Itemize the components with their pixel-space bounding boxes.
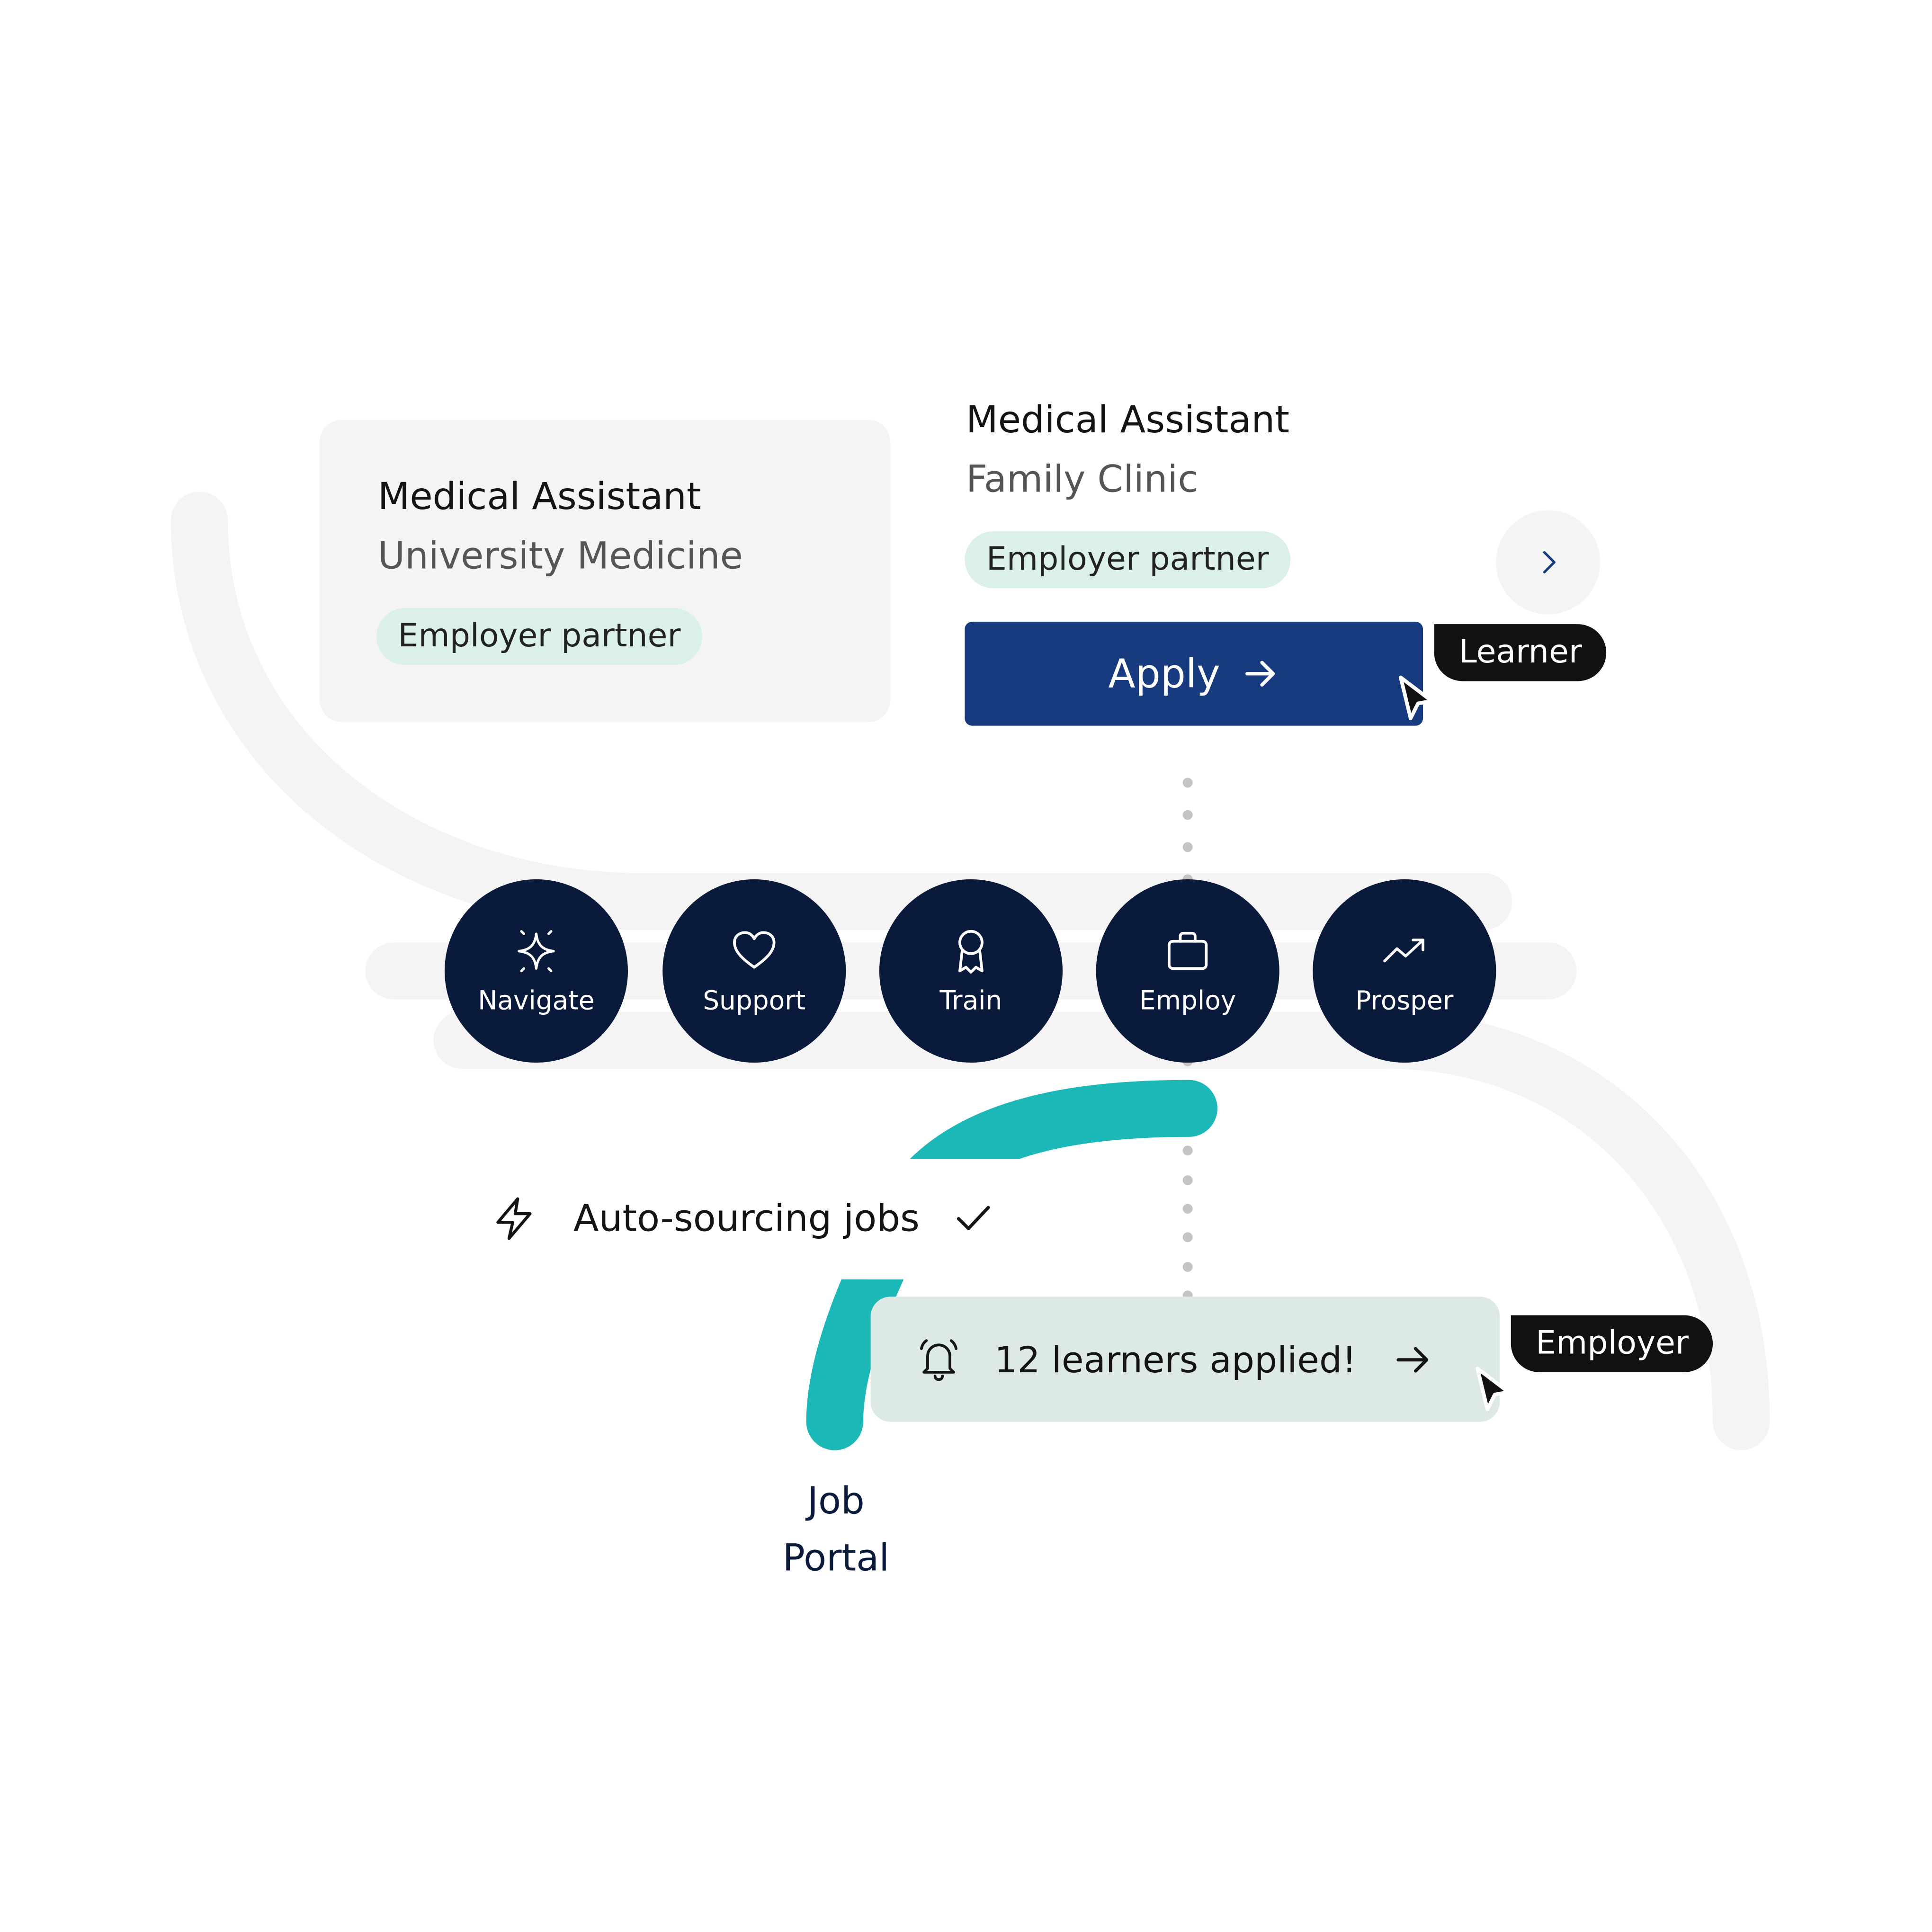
step-label: Support: [703, 985, 806, 1016]
step-prosper[interactable]: Prosper: [1313, 879, 1496, 1063]
employer-cursor-icon: [1476, 1367, 1511, 1412]
heart-icon: [733, 931, 776, 969]
card2-title: Medical Assistant: [966, 399, 1289, 442]
step-employ[interactable]: Employ: [1096, 879, 1279, 1063]
step-label: Navigate: [478, 985, 595, 1016]
check-icon: [956, 1206, 990, 1230]
lightning-icon: [496, 1197, 532, 1240]
job-portal-label: Job Portal: [743, 1474, 929, 1588]
step-label: Prosper: [1355, 985, 1454, 1016]
trending-up-icon: [1383, 939, 1424, 963]
employer-role-tag: Employer: [1511, 1315, 1714, 1372]
auto-sourcing-label: Auto-sourcing jobs: [573, 1197, 920, 1241]
step-train[interactable]: Train: [879, 879, 1063, 1063]
step-label: Train: [939, 985, 1002, 1016]
apply-button[interactable]: Apply: [965, 621, 1423, 726]
learners-applied-notification[interactable]: 12 learners applied!: [870, 1297, 1500, 1422]
step-label: Employ: [1139, 985, 1236, 1016]
bell-icon: [920, 1338, 957, 1381]
card2-employer: Family Clinic: [966, 458, 1199, 502]
card2-employer-partner-badge: Employer partner: [965, 531, 1291, 589]
card1-title: Medical Assistant: [377, 475, 701, 519]
learner-role-tag: Learner: [1434, 624, 1607, 681]
card1-employer-partner-badge: Employer partner: [376, 608, 702, 665]
briefcase-icon: [1168, 931, 1208, 970]
job-portal-line1: Job: [807, 1480, 865, 1523]
card1-employer: University Medicine: [377, 535, 743, 579]
notification-label: 12 learners applied!: [994, 1338, 1357, 1380]
job-portal-line2: Portal: [782, 1537, 890, 1581]
auto-sourcing-row: Auto-sourcing jobs: [489, 1187, 994, 1251]
learner-cursor-icon: [1399, 675, 1434, 720]
arrow-right-icon: [1397, 1346, 1429, 1372]
chevron-right-icon: [1543, 551, 1556, 573]
step-navigate[interactable]: Navigate: [444, 879, 628, 1063]
sparkle-icon: [518, 930, 555, 973]
award-ribbon-icon: [958, 930, 984, 974]
step-support[interactable]: Support: [662, 879, 846, 1063]
right-track-arc: [433, 1011, 1770, 1450]
next-button[interactable]: [1496, 510, 1601, 615]
arrow-right-icon: [1243, 655, 1279, 692]
job-card-university-medicine[interactable]: [319, 420, 891, 722]
apply-button-label: Apply: [1108, 650, 1220, 698]
